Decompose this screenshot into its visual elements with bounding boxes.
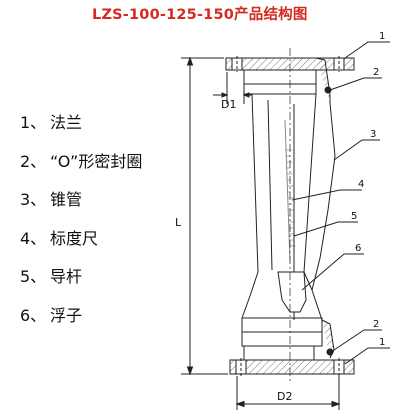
leader-6 (301, 253, 364, 291)
callout-1-bottom: 1 (379, 337, 385, 348)
callout-3: 3 (370, 129, 376, 140)
top-pipe-stub (243, 69, 317, 95)
dimension-d1-label: D1 (221, 98, 236, 111)
legend-number: 5、 (20, 267, 47, 286)
legend-number: 6、 (20, 305, 47, 325)
leader-2-bottom (330, 329, 382, 353)
diagram-title: LZS-100-125-150产品结构图 (92, 7, 308, 23)
lower-cone (241, 271, 313, 319)
legend-item-scale: 4、标度尺 (20, 220, 142, 259)
legend-number: 3、 (20, 190, 47, 209)
scale-bar (284, 119, 291, 263)
legend-label: 标度尺 (50, 228, 99, 248)
leader-1-bottom (344, 347, 390, 365)
legend-item-guide-rod: 5、导杆 (20, 258, 142, 297)
callout-2-bottom: 2 (373, 319, 379, 330)
bottom-o-ring (326, 348, 334, 356)
parts-legend: 1、法兰 2、“O”形密封圈 3、锥管 4、标度尺 5、导杆 6、浮子 (20, 104, 142, 335)
bottom-pipe-stub (243, 345, 315, 361)
legend-label: 浮子 (50, 305, 83, 325)
callout-6: 6 (355, 243, 361, 254)
legend-item-float: 6、浮子 (20, 297, 142, 336)
legend-item-o-ring: 2、“O”形密封圈 (20, 143, 142, 182)
legend-number: 2、 (20, 151, 47, 171)
legend-item-flange: 1、法兰 (20, 104, 142, 143)
leader-3 (333, 139, 380, 161)
dimension-l-label: L (175, 216, 182, 229)
legend-item-taper-tube: 3、锥管 (20, 181, 142, 220)
legend-label: “O”形密封圈 (50, 151, 143, 171)
leader-5 (293, 221, 358, 237)
taper-tube-wall (311, 102, 336, 321)
legend-number: 1、 (20, 113, 47, 132)
leader-4 (291, 189, 362, 201)
callout-1-top: 1 (379, 31, 385, 42)
bottom-flange-bolt-hole-right (333, 359, 345, 375)
leader-1-top (344, 41, 390, 59)
callout-4: 4 (358, 179, 364, 190)
legend-label: 法兰 (50, 113, 83, 132)
callout-5: 5 (351, 211, 357, 222)
legend-label: 导杆 (50, 267, 83, 286)
float (277, 271, 307, 313)
dimension-d2-label: D2 (277, 390, 292, 403)
callout-2-top: 2 (373, 67, 379, 78)
taper-tube (251, 93, 317, 273)
leader-2-top (329, 77, 382, 91)
legend-number: 4、 (20, 228, 47, 248)
bottom-flange-bolt-hole-left (235, 359, 247, 375)
scale-ticks (285, 149, 296, 247)
legend-label: 锥管 (50, 190, 83, 209)
